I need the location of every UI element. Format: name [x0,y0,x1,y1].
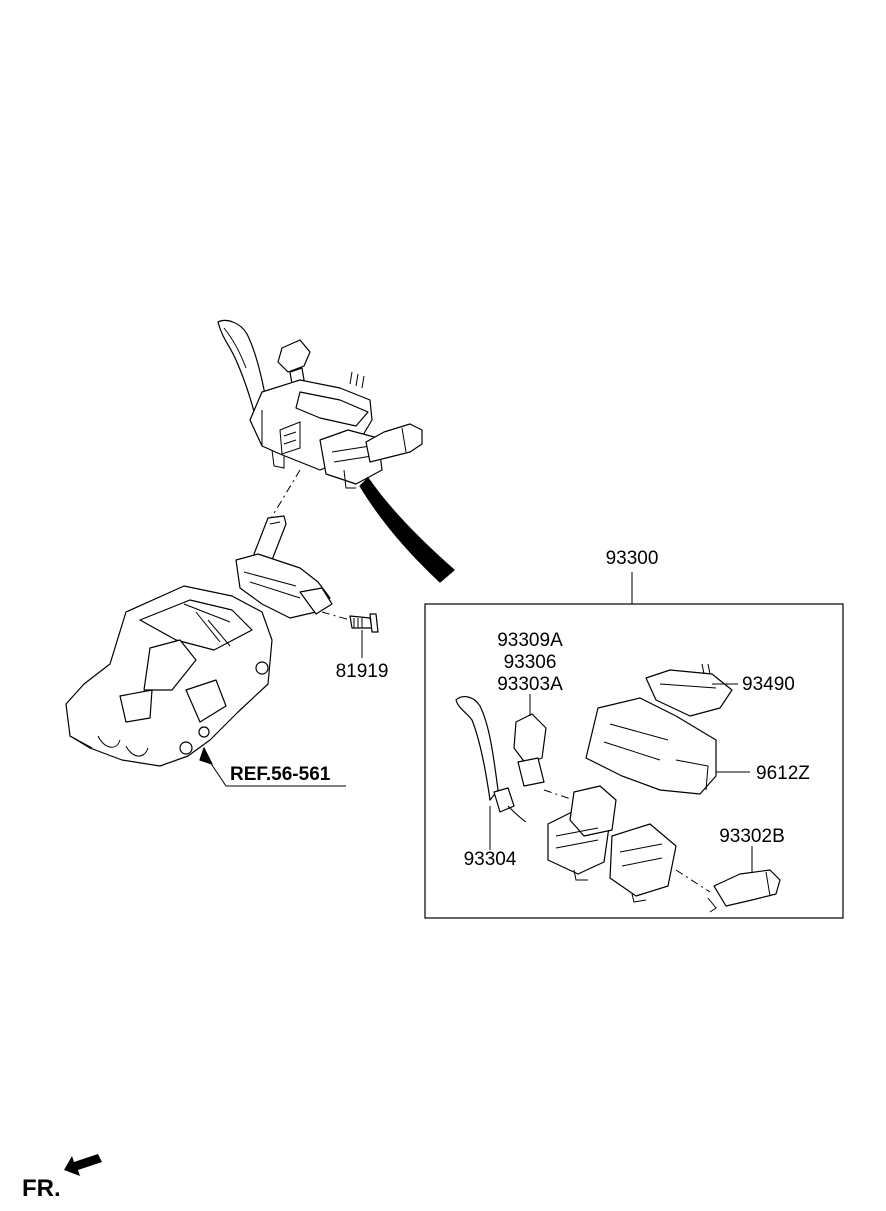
label-clock-spring: 93490 [742,674,795,695]
lever-93304 [455,696,527,850]
label-bolt: 81919 [336,661,389,682]
label-module: 9612Z [756,763,810,784]
switch-module-center [547,785,711,903]
front-label: FR. [22,1175,61,1202]
label-assembly: 93300 [606,548,659,569]
bolt-81919 [321,611,379,658]
assembly-box [424,603,844,919]
reference-pointer [199,747,346,787]
label-lever-left: 93304 [464,849,517,870]
label-lever-right: 93302B [719,826,785,847]
steering-column [65,515,333,767]
module-9612Z [585,697,750,795]
label-lever-set-1: 93309A [497,630,563,651]
label-lever-set-3: 93303A [497,674,563,695]
lever-93302B [707,846,781,913]
label-reference: REF.56-561 [230,764,331,785]
front-arrow-icon [64,1154,102,1176]
assembly-line [269,469,301,521]
front-direction-indicator: FR. [22,1154,102,1202]
upper-combination-switch [217,319,455,583]
knob-93309A [513,694,581,803]
label-lever-set-2: 93306 [504,652,557,673]
